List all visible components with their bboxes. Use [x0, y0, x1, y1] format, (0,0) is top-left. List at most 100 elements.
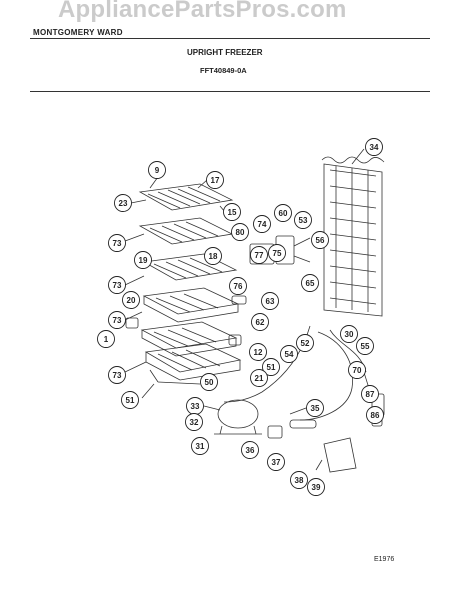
- callout-1-23: 1: [97, 330, 115, 348]
- callout-65-16: 65: [301, 274, 319, 292]
- callout-label: 74: [258, 220, 267, 229]
- callout-circle: [361, 385, 379, 403]
- callout-34-7: 34: [365, 138, 383, 156]
- callout-circle: [290, 471, 308, 489]
- shelf-rail-bottom: [157, 381, 201, 385]
- callout-label: 63: [266, 297, 275, 306]
- callout-circle: [206, 171, 224, 189]
- brand-label: MONTGOMERY WARD: [33, 28, 123, 37]
- callout-54-27: 54: [280, 345, 298, 363]
- leader-51: [141, 383, 155, 399]
- model-number: FFT40849-0A: [200, 66, 247, 75]
- callout-label: 73: [113, 281, 122, 290]
- callout-87-33: 87: [361, 385, 379, 403]
- wire-shelf-3: [142, 253, 238, 281]
- leader-73c: [124, 311, 143, 321]
- callout-label: 21: [255, 374, 264, 383]
- callout-35-36: 35: [306, 399, 324, 417]
- callout-circle: [251, 313, 269, 331]
- callout-label: 17: [211, 176, 220, 185]
- callout-56-10: 56: [311, 231, 329, 249]
- callout-31-39: 31: [191, 437, 209, 455]
- drier: [289, 419, 317, 429]
- callout-circle: [223, 203, 241, 221]
- leader-23: [130, 199, 147, 204]
- callout-30-22: 30: [340, 325, 358, 343]
- leader-73a: [124, 233, 145, 242]
- callout-19-11: 19: [134, 251, 152, 269]
- callout-18-12: 18: [204, 247, 222, 265]
- leader-35: [289, 407, 307, 415]
- callout-circle: [185, 413, 203, 431]
- callout-label: 38: [295, 476, 304, 485]
- callout-circle: [108, 311, 126, 329]
- callout-circle: [241, 441, 259, 459]
- callout-label: 52: [301, 339, 310, 348]
- callout-label: 53: [299, 216, 308, 225]
- callout-label: 87: [366, 390, 375, 399]
- callout-20-19: 20: [122, 291, 140, 309]
- callout-label: 77: [255, 251, 264, 260]
- callout-circle: [294, 211, 312, 229]
- callout-73-8: 73: [108, 234, 126, 252]
- callout-label: 62: [256, 318, 265, 327]
- leader-34: [351, 148, 365, 165]
- callout-circle: [301, 274, 319, 292]
- leader-33: [203, 405, 221, 411]
- diagram-code: E1976: [374, 556, 395, 563]
- callout-circle: [366, 406, 384, 424]
- callout-label: 39: [312, 483, 321, 492]
- callout-circle: [340, 325, 358, 343]
- callout-label: 1: [104, 335, 109, 344]
- callout-circle: [274, 204, 292, 222]
- relay-overload: [267, 425, 283, 439]
- leader-73b: [124, 275, 145, 286]
- callout-63-18: 63: [261, 292, 279, 310]
- callout-label: 12: [254, 348, 263, 357]
- callout-55-26: 55: [356, 337, 374, 355]
- callout-circle: [267, 453, 285, 471]
- callout-label: 32: [190, 418, 199, 427]
- door-bushing: [125, 317, 139, 329]
- callout-21-31: 21: [250, 369, 268, 387]
- callout-label: 23: [119, 199, 128, 208]
- callout-62-20: 62: [251, 313, 269, 331]
- callout-37-41: 37: [267, 453, 285, 471]
- callout-23-2: 23: [114, 194, 132, 212]
- callout-label: 60: [279, 209, 288, 218]
- callout-17-1: 17: [206, 171, 224, 189]
- callout-circle: [306, 399, 324, 417]
- leader-17: [197, 179, 208, 189]
- callout-circle: [261, 292, 279, 310]
- shelf-clip: [228, 334, 242, 346]
- callout-circle: [108, 366, 126, 384]
- callout-circle: [262, 358, 280, 376]
- callout-circle: [200, 373, 218, 391]
- callout-circle: [231, 223, 249, 241]
- callout-74-4: 74: [253, 215, 271, 233]
- callout-33-35: 33: [186, 397, 204, 415]
- callout-circle: [97, 330, 115, 348]
- callout-circle: [365, 138, 383, 156]
- callout-label: 73: [113, 316, 122, 325]
- leader-73d: [124, 361, 147, 373]
- callout-label: 51: [267, 363, 276, 372]
- leader-39: [315, 459, 323, 471]
- callout-label: 36: [246, 446, 255, 455]
- callout-label: 76: [234, 282, 243, 291]
- callout-label: 86: [371, 411, 380, 420]
- callout-circle: [307, 478, 325, 496]
- callout-circle: [311, 231, 329, 249]
- callout-label: 70: [353, 366, 362, 375]
- callout-label: 55: [361, 342, 370, 351]
- callout-label: 15: [228, 208, 237, 217]
- callout-circle: [108, 276, 126, 294]
- header-rule-bottom: [30, 91, 430, 92]
- callout-39-43: 39: [307, 478, 325, 496]
- callout-label: 19: [139, 256, 148, 265]
- callout-label: 73: [113, 371, 122, 380]
- callout-label: 54: [285, 350, 294, 359]
- wire-basket-5: [140, 321, 238, 357]
